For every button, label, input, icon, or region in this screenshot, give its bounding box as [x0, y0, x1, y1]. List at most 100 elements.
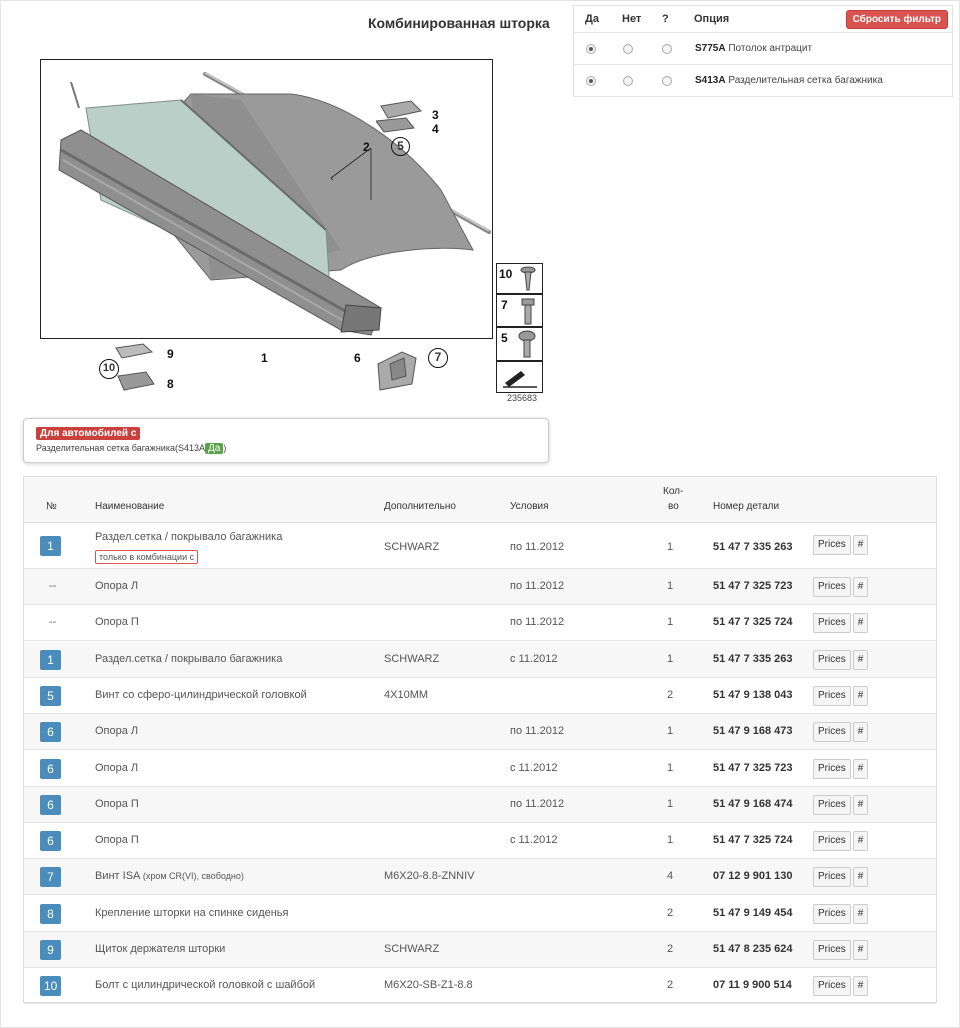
part-name-text: Опора П	[95, 616, 139, 629]
hash-button[interactable]: #	[853, 758, 868, 779]
hash-button[interactable]: #	[853, 649, 868, 670]
part-condition: по 11.2012	[510, 725, 565, 738]
reset-filter-button[interactable]: Сбросить фильтр	[845, 10, 948, 29]
hash-button[interactable]: #	[853, 613, 868, 634]
row-num-badge[interactable]: 6	[40, 831, 61, 852]
part-name-text: Опора Л	[95, 725, 139, 738]
radio-unknown-s775a[interactable]	[662, 44, 672, 54]
filter-row-s413a: S413A Разделительная сетка багажника	[574, 65, 952, 97]
prices-button[interactable]: Prices	[813, 831, 851, 852]
row-num-badge[interactable]: 10	[40, 976, 62, 997]
callout-4[interactable]: 4	[432, 122, 439, 136]
radio-unknown-s413a[interactable]	[662, 76, 672, 86]
radio-yes-s413a[interactable]	[586, 76, 596, 86]
callout-8[interactable]: 8	[167, 377, 174, 391]
condition-option: Разделительная сетка багажника(S413A	[36, 443, 205, 453]
prices-button[interactable]: Prices	[813, 535, 851, 555]
part-condition: по 11.2012	[510, 580, 565, 592]
part-name-text: Болт с цилиндрической головкой с шайбой	[95, 979, 316, 992]
hardware-5[interactable]: 5	[496, 327, 543, 361]
callout-7-circle[interactable]: 7	[428, 348, 448, 368]
part-name: Опора Л	[95, 580, 138, 592]
prices-button[interactable]: Prices	[813, 758, 851, 779]
part-number: 51 47 9 149 454	[713, 906, 793, 919]
prices-button[interactable]: Prices	[813, 976, 851, 997]
row-num-badge[interactable]: 5	[40, 685, 61, 706]
radio-no-s775a[interactable]	[623, 44, 633, 54]
callout-6[interactable]: 6	[354, 351, 361, 365]
part-number: 07 11 9 900 514	[713, 979, 792, 992]
callout-3[interactable]: 3	[432, 108, 439, 122]
prices-button[interactable]: Prices	[813, 940, 851, 960]
part-name-text: Опора П	[95, 797, 139, 810]
part-name-text: Опора П	[95, 834, 139, 847]
bracket-part-3-4	[376, 100, 423, 133]
radio-no-s413a[interactable]	[623, 76, 633, 86]
callout-10-circle[interactable]: 10	[99, 359, 119, 379]
part-qty: 2	[667, 979, 674, 992]
prices-button[interactable]: Prices	[813, 649, 851, 670]
hardware-7[interactable]: 7	[496, 294, 543, 327]
row-num-badge[interactable]: 8	[40, 903, 61, 924]
prices-button[interactable]: Prices	[813, 685, 851, 706]
hash-button[interactable]: #	[853, 577, 868, 597]
filter-header: Да Нет ? Опция Сбросить фильтр	[574, 6, 952, 33]
holder-plate-illustration	[115, 343, 155, 391]
hash-button[interactable]: #	[853, 831, 868, 852]
hash-button[interactable]: #	[853, 722, 868, 743]
hash-button[interactable]: #	[853, 940, 868, 960]
prices-button[interactable]: Prices	[813, 722, 851, 743]
callout-1[interactable]: 1	[261, 351, 268, 365]
row-num-badge[interactable]: 6	[40, 722, 61, 743]
callout-2[interactable]: 2	[363, 140, 370, 154]
parts-diagram[interactable]	[40, 59, 493, 339]
table-row[interactable]: 10 Болт с цилиндрической головкой с шайбо…	[24, 968, 936, 1005]
row-num: --	[49, 580, 57, 592]
row-num-badge[interactable]: 6	[40, 794, 61, 815]
part-condition: по 11.2012	[510, 541, 565, 553]
part-name: Опора Л	[95, 725, 138, 737]
col-num: №	[46, 501, 57, 512]
hash-button[interactable]: #	[853, 976, 868, 997]
hash-button[interactable]: #	[853, 685, 868, 706]
row-num-badge[interactable]: 9	[40, 940, 61, 960]
prices-button[interactable]: Prices	[813, 577, 851, 597]
part-extra: 4X10MM	[384, 688, 429, 701]
callout-9[interactable]: 9	[167, 347, 174, 361]
prices-button[interactable]: Prices	[813, 794, 851, 815]
radio-yes-s775a[interactable]	[586, 44, 596, 54]
row-num-badge[interactable]: 7	[40, 867, 61, 888]
hash-button[interactable]: #	[853, 867, 868, 888]
part-extra: SCHWARZ	[384, 541, 440, 553]
part-name: Крепление шторки на спинке сиденья	[95, 907, 289, 919]
part-extra: M6X20-SB-Z1-8.8	[384, 979, 473, 992]
prices-button[interactable]: Prices	[813, 613, 851, 634]
row-num-badge[interactable]: 6	[40, 758, 61, 779]
hash-button[interactable]: #	[853, 535, 868, 555]
hash-button[interactable]: #	[853, 903, 868, 924]
row-num-badge[interactable]: 1	[40, 536, 61, 556]
hash-button[interactable]: #	[853, 794, 868, 815]
callout-5-circle[interactable]: 5	[391, 137, 410, 156]
part-qty: 1	[667, 834, 674, 847]
combination-tag[interactable]: только в комбинации с	[95, 550, 199, 564]
prices-button[interactable]: Prices	[813, 903, 851, 924]
col-qty-line2: во	[668, 501, 679, 512]
part-name: Щиток держателя шторки	[95, 943, 225, 955]
prices-button[interactable]: Prices	[813, 867, 851, 888]
row-num-badge[interactable]: 1	[40, 649, 61, 670]
option-code: S413A	[695, 75, 726, 86]
hardware-10[interactable]: 10	[496, 263, 543, 294]
